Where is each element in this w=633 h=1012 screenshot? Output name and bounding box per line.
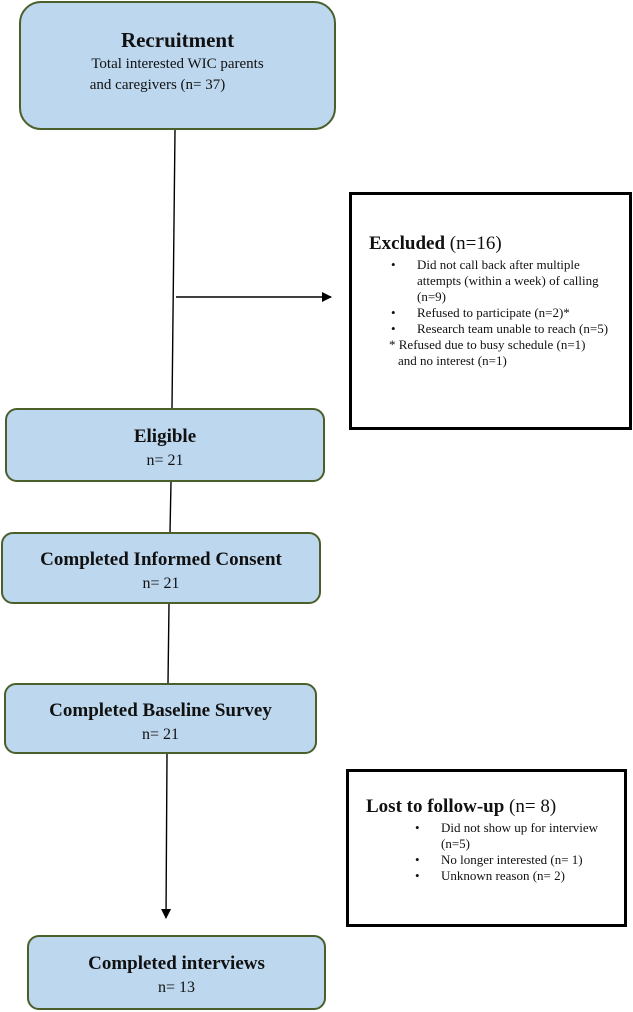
eligible-count: n= 21 xyxy=(146,452,184,469)
lost-followup-list: Did not show up for interview (n=5) No l… xyxy=(415,820,614,884)
consent-box: Completed Informed Consent n= 21 xyxy=(1,532,321,604)
interviews-title: Completed interviews xyxy=(88,953,265,974)
connector-recruitment-eligible xyxy=(171,129,176,409)
consent-title: Completed Informed Consent xyxy=(40,549,282,570)
consent-count: n= 21 xyxy=(142,575,180,592)
excluded-note-line1: * Refused due to busy schedule (n=1) xyxy=(389,337,586,352)
excluded-item: Refused to participate (n=2)* xyxy=(391,305,619,321)
excluded-list: Did not call back after multiple attempt… xyxy=(391,257,619,337)
lost-followup-title: Lost to follow-up xyxy=(366,796,505,817)
lost-followup-item: Unknown reason (n= 2) xyxy=(415,868,614,884)
interviews-box: Completed interviews n= 13 xyxy=(27,935,326,1010)
excluded-item: Research team unable to reach (n=5) xyxy=(391,321,619,337)
lost-followup-heading: Lost to follow-up (n= 8) xyxy=(366,796,614,818)
lost-followup-box: Lost to follow-up (n= 8) Did not show up… xyxy=(346,769,627,927)
recruitment-line2: and caregivers (n= 37) xyxy=(89,77,226,93)
recruitment-box: Recruitment Total interested WIC parents… xyxy=(19,1,336,130)
recruitment-line1: Total interested WIC parents xyxy=(91,56,264,72)
lost-followup-count: (n= 8) xyxy=(509,796,557,817)
connector-eligible-consent xyxy=(169,481,172,533)
eligible-box: Eligible n= 21 xyxy=(5,408,325,482)
recruitment-title: Recruitment xyxy=(120,28,235,52)
excluded-heading: Excluded (n=16) xyxy=(369,233,619,255)
connector-consent-baseline xyxy=(167,603,170,684)
baseline-box: Completed Baseline Survey n= 21 xyxy=(4,683,317,754)
baseline-count: n= 21 xyxy=(141,726,180,743)
lost-followup-item: Did not show up for interview (n=5) xyxy=(415,820,614,852)
lost-followup-item: No longer interested (n= 1) xyxy=(415,852,614,868)
interviews-count: n= 13 xyxy=(157,979,196,996)
baseline-title: Completed Baseline Survey xyxy=(49,700,272,721)
arrow-to-interviews xyxy=(161,753,172,919)
excluded-count: (n=16) xyxy=(449,233,502,254)
excluded-note-line2: and no interest (n=1) xyxy=(398,353,507,368)
excluded-item: Did not call back after multiple attempt… xyxy=(391,257,619,305)
excluded-box: Excluded (n=16) Did not call back after … xyxy=(349,192,632,430)
excluded-title: Excluded xyxy=(369,233,446,254)
eligible-title: Eligible xyxy=(133,426,197,447)
